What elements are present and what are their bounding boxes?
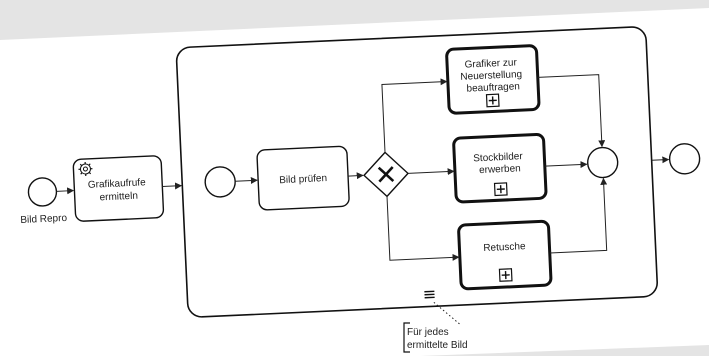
task-stock-label-1: Stockbilder bbox=[473, 151, 524, 164]
task-graphic-text: Grafiker zur Neuerstellung beauftragen bbox=[460, 57, 526, 95]
annotation-line-1: Für jedes bbox=[407, 327, 449, 338]
task-graphic-label-3: beauftragen bbox=[466, 81, 520, 94]
end-event[interactable] bbox=[668, 143, 701, 175]
bottom-band bbox=[0, 345, 709, 356]
sequence-flows bbox=[56, 74, 670, 261]
annotation-text: Für jedes ermittelte Bild bbox=[407, 327, 468, 351]
x-icon bbox=[377, 166, 395, 183]
task-determine-text: Grafikaufrufe ermitteln bbox=[88, 177, 150, 204]
plus-icon bbox=[498, 268, 513, 282]
start-event-label: Bild Repro bbox=[20, 213, 68, 226]
start-event[interactable] bbox=[27, 177, 58, 207]
task-retouch-label: Retusche bbox=[483, 241, 526, 254]
task-determine-label-2: ermitteln bbox=[99, 191, 138, 204]
task-determine-label-1: Grafikaufrufe bbox=[88, 177, 147, 191]
sub-start-event[interactable] bbox=[204, 166, 236, 198]
text-annotation: Für jedes ermittelte Bild bbox=[403, 322, 468, 353]
top-band bbox=[0, 0, 709, 40]
annotation-association bbox=[433, 301, 462, 326]
parallel-multi-instance-icon bbox=[424, 290, 435, 299]
task-graphic-label-1: Grafiker zur bbox=[464, 57, 517, 70]
task-stock-text: Stockbilder erwerben bbox=[473, 151, 526, 176]
sub-end-event[interactable] bbox=[586, 146, 619, 179]
task-check-label: Bild prüfen bbox=[279, 173, 327, 186]
plus-icon bbox=[485, 93, 500, 108]
task-graphic-label-2: Neuerstellung bbox=[460, 69, 522, 83]
gear-icon bbox=[78, 161, 93, 177]
task-stock-label-2: erwerben bbox=[479, 163, 521, 176]
subprocess-container[interactable] bbox=[175, 26, 658, 318]
plus-icon bbox=[493, 182, 508, 197]
annotation-line-2: ermittelte Bild bbox=[407, 340, 468, 351]
